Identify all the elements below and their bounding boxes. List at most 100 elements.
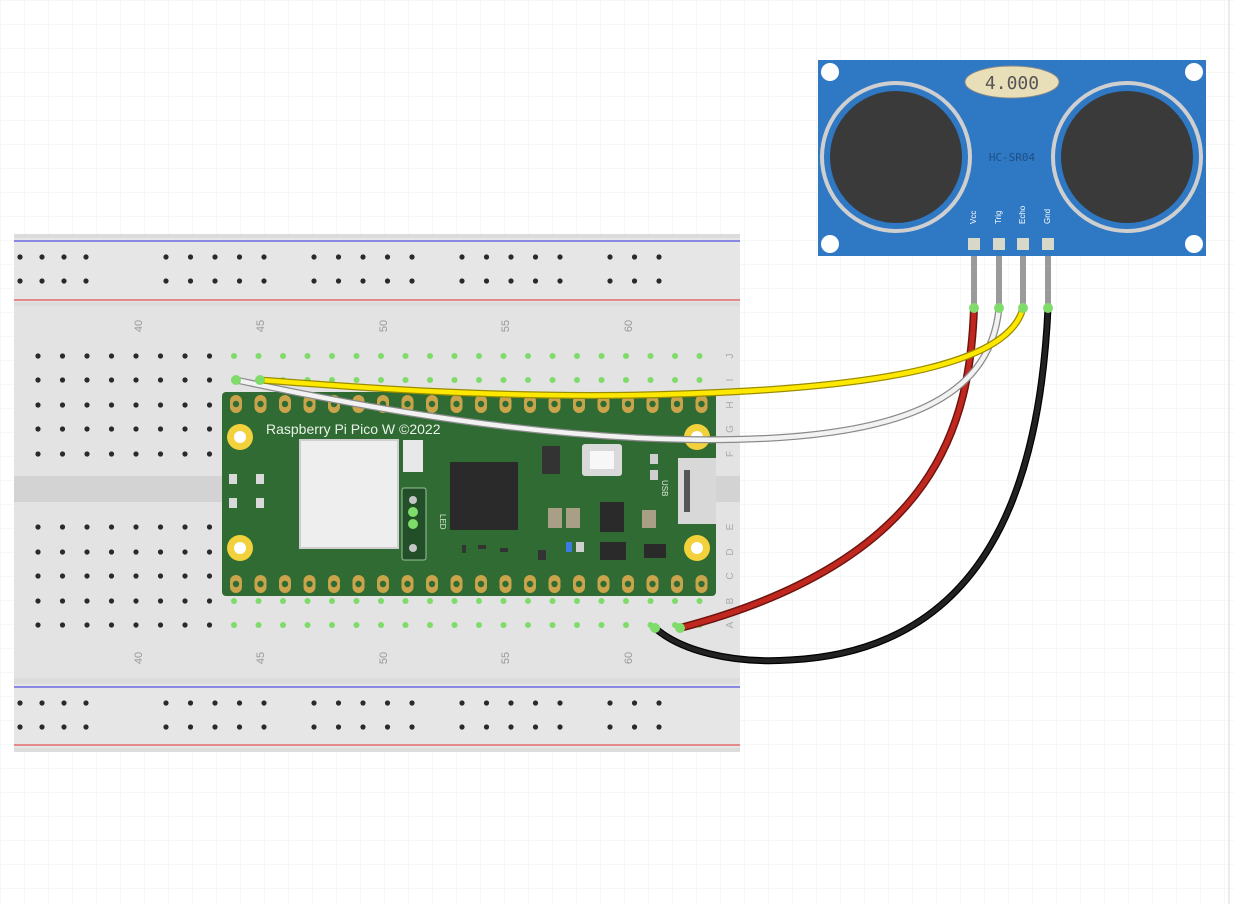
- pin-leg: [971, 256, 977, 306]
- breadboard-hole: [84, 451, 90, 457]
- breadboard-hole: [459, 700, 465, 706]
- breadboard-hole: [59, 573, 66, 579]
- breadboard-hole: [59, 549, 66, 555]
- breadboard-hole: [108, 353, 115, 359]
- mounting-hole-center: [234, 542, 246, 554]
- breadboard-hole: [236, 700, 243, 706]
- row-letter: A: [725, 621, 736, 628]
- breadboard-hole: [35, 622, 41, 628]
- mounting-hole-center: [691, 542, 703, 554]
- breadboard-hole: [236, 278, 243, 284]
- breadboard-hole: [631, 724, 638, 730]
- breadboard-hole: [133, 549, 139, 555]
- breadboard-hole: [378, 622, 384, 628]
- breadboard-hole: [508, 254, 514, 260]
- breadboard-hole: [574, 377, 580, 383]
- breadboard-hole: [231, 598, 237, 604]
- breadboard-hole: [157, 598, 164, 604]
- breadboard-hole: [182, 451, 188, 457]
- wire-end-cap: [969, 303, 979, 313]
- breadboard-hole: [84, 353, 90, 359]
- breadboard-hole: [236, 724, 243, 730]
- breadboard-hole: [607, 254, 613, 260]
- breadboard-hole: [163, 724, 169, 730]
- breadboard-hole: [108, 377, 115, 383]
- breadboard-hole: [206, 402, 213, 408]
- breadboard-hole: [157, 426, 164, 432]
- breadboard-hole: [311, 724, 317, 730]
- breadboard-hole: [231, 353, 237, 359]
- breadboard-hole: [360, 724, 366, 730]
- row-letter: F: [725, 451, 736, 457]
- breadboard-hole: [59, 622, 66, 628]
- breadboard-hole: [483, 700, 490, 706]
- breadboard-hole: [280, 353, 286, 359]
- breadboard-hole: [623, 598, 629, 604]
- breadboard-hole: [402, 598, 409, 604]
- usb-label: USB: [660, 480, 669, 496]
- breadboard-hole: [187, 278, 194, 284]
- usb-port: [678, 458, 716, 524]
- breadboard-hole: [59, 598, 66, 604]
- led-icon: [408, 519, 418, 529]
- breadboard-hole: [108, 622, 115, 628]
- pico-pin-hole: [477, 580, 485, 588]
- breadboard-hole: [384, 700, 391, 706]
- debug-pad: [229, 498, 237, 508]
- pico-pin-hole: [526, 580, 534, 588]
- breadboard-hole: [133, 402, 139, 408]
- breadboard-hole: [656, 278, 662, 284]
- pin-leg: [996, 256, 1002, 306]
- breadboard-hole: [61, 254, 67, 260]
- breadboard-hole: [182, 622, 188, 628]
- breadboard-hole: [206, 622, 213, 628]
- wifi-module: [299, 439, 399, 549]
- echo-wire[interactable]: [257, 305, 1026, 398]
- breadboard-hole: [157, 402, 164, 408]
- wires: [231, 303, 1053, 665]
- breadboard-hole: [187, 700, 194, 706]
- smd-component: [600, 542, 626, 560]
- breadboard-hole: [696, 598, 703, 604]
- breadboard-hole: [557, 278, 563, 284]
- breadboard-hole: [83, 700, 89, 706]
- breadboard-hole: [17, 254, 23, 260]
- column-number: 45: [255, 320, 267, 332]
- breadboard-hole: [598, 598, 605, 604]
- breadboard-hole: [672, 598, 678, 604]
- breadboard-hole: [508, 724, 514, 730]
- pico-pin-hole: [502, 580, 509, 588]
- breadboard-hole: [212, 254, 218, 260]
- wire-end-cap: [994, 303, 1004, 313]
- breadboard-hole: [212, 278, 218, 284]
- rp2040-chip: [450, 462, 518, 530]
- breadboard-hole: [384, 254, 391, 260]
- breadboard-hole: [182, 377, 188, 383]
- breadboard-hole: [84, 549, 90, 555]
- pico-pin-hole: [453, 580, 460, 588]
- sensor-mounting-hole: [821, 235, 839, 253]
- breadboard-hole: [360, 278, 366, 284]
- pico-pin-hole: [232, 400, 240, 408]
- breadboard-hole: [39, 700, 45, 706]
- breadboard-hole: [335, 278, 342, 284]
- breadboard-hole: [409, 724, 415, 730]
- breadboard-hole: [206, 598, 213, 604]
- breadboard-hole: [182, 573, 188, 579]
- breadboard-hole: [108, 426, 115, 432]
- breadboard-hole: [39, 254, 45, 260]
- breadboard-hole: [557, 700, 563, 706]
- pico-pin-hole: [306, 580, 313, 588]
- breadboard-hole: [656, 254, 662, 260]
- breadboard-hole: [84, 622, 90, 628]
- trig-wire[interactable]: [233, 305, 1002, 443]
- breadboard-hole: [329, 598, 335, 604]
- breadboard-hole: [451, 377, 458, 383]
- led-label: LED: [438, 514, 447, 530]
- breadboard-hole: [427, 598, 433, 604]
- gnd-wire[interactable]: [652, 305, 1051, 663]
- breadboard-hole: [311, 254, 317, 260]
- breadboard-hole: [360, 700, 366, 706]
- debug-pad: [256, 474, 264, 484]
- breadboard-hole: [672, 377, 678, 383]
